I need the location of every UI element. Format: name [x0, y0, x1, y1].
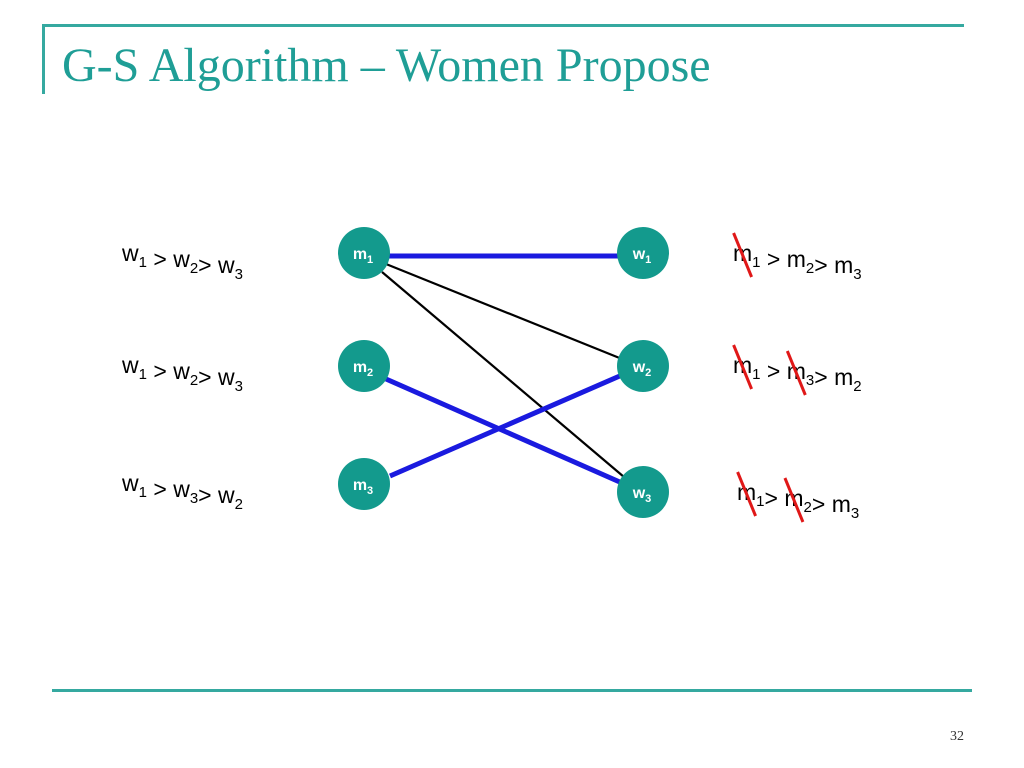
preference-list-m3: w1 > w3> w2 — [121, 470, 243, 513]
node-label-m2: m2 — [353, 359, 373, 379]
preference-text-m2: w1 > w2> w3 — [121, 352, 243, 395]
node-label-w2: w2 — [632, 359, 652, 379]
node-label-w1: w1 — [632, 246, 652, 266]
preference-text-w1: m1 > m2> m3 — [733, 240, 862, 283]
edges-layer — [381, 253, 625, 486]
node-label-m1: m1 — [353, 246, 373, 266]
node-m3: m3 — [338, 458, 390, 510]
node-w3: w3 — [617, 466, 669, 518]
node-label-m3: m3 — [353, 477, 373, 497]
title-frame-left-rule — [42, 24, 45, 94]
node-w2: w2 — [617, 340, 669, 392]
preference-text-m1: w1 > w2> w3 — [121, 240, 243, 283]
node-circle-w1 — [617, 227, 669, 279]
node-circle-w3 — [617, 466, 669, 518]
strike-mark-w2-2 — [785, 350, 807, 396]
preference-text-w3: m1> m2> m3 — [737, 479, 859, 522]
strike-mark-w3-2 — [783, 477, 805, 523]
strike-mark-w1-1 — [732, 232, 753, 278]
node-w1: w1 — [617, 227, 669, 279]
node-m2: m2 — [338, 340, 390, 392]
preference-list-w1: m1 > m2> m3 — [732, 232, 862, 283]
preference-list-w2: m1 > m3> m2 — [732, 344, 862, 396]
footer-rule — [52, 689, 972, 692]
node-circle-m2 — [338, 340, 390, 392]
preference-list-m2: w1 > w2> w3 — [121, 352, 243, 395]
node-circle-m1 — [338, 227, 390, 279]
preference-text-m3: w1 > w3> w2 — [121, 470, 243, 513]
preference-list-m1: w1 > w2> w3 — [121, 240, 243, 283]
node-circle-m3 — [338, 458, 390, 510]
node-m1: m1 — [338, 227, 390, 279]
title-frame-top-rule — [42, 24, 964, 27]
page-number: 32 — [950, 729, 964, 744]
strike-mark-w2-1 — [732, 344, 753, 390]
node-circle-w2 — [617, 340, 669, 392]
edge-m1-w3-proposal — [381, 271, 625, 478]
nodes-layer: m1 m2 m3 w1 w2 w3 — [338, 227, 669, 518]
preference-lists-layer: w1 > w2> w3 w1 > w2> w3 w1 > w3> w2 m1 > m2… — [121, 232, 862, 523]
edge-m3-w2-match — [389, 372, 623, 479]
edge-m2-w3-match — [384, 376, 624, 486]
preference-list-w3: m1> m2> m3 — [736, 471, 859, 523]
edge-m1-w2-proposal — [385, 262, 623, 361]
slide-title: G-S Algorithm – Women Propose — [62, 39, 711, 92]
node-label-w3: w3 — [632, 485, 652, 505]
strike-mark-w3-1 — [736, 471, 757, 517]
